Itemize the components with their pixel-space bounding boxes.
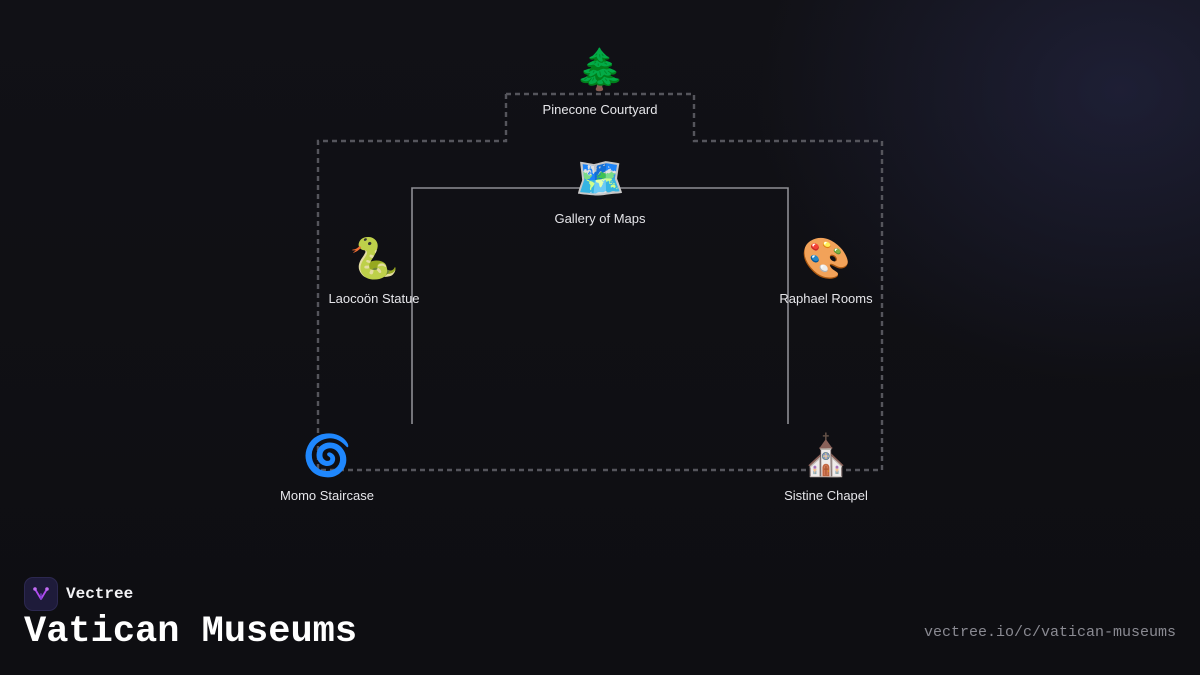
edge-pinecone-momo (316, 94, 600, 472)
node-laocoon-statue[interactable]: 🐍 Laocoön Statue (289, 235, 459, 306)
node-label: Pinecone Courtyard (542, 102, 658, 117)
edge-pinecone-sistine (506, 92, 884, 472)
node-raphael-rooms[interactable]: 🎨 Raphael Rooms (741, 235, 911, 306)
map-icon: 🗺️ (575, 156, 625, 202)
node-label: Gallery of Maps (554, 211, 646, 226)
node-momo-staircase[interactable]: 🌀 Momo Staircase (242, 432, 412, 503)
edge-maps-momo (411, 187, 600, 424)
palette-icon: 🎨 (801, 236, 851, 282)
spiral-icon: 🌀 (302, 433, 352, 479)
node-sistine-chapel[interactable]: ⛪ Sistine Chapel (741, 432, 911, 503)
node-pinecone-courtyard[interactable]: 🌲 Pinecone Courtyard (515, 46, 685, 117)
edge-maps-sistine (600, 187, 789, 424)
brand-name: Vectree (66, 585, 134, 603)
church-icon: ⛪ (801, 433, 851, 479)
brand[interactable]: Vectree (24, 577, 133, 611)
snake-icon: 🐍 (349, 236, 399, 282)
node-gallery-of-maps[interactable]: 🗺️ Gallery of Maps (515, 155, 685, 226)
vectree-logo-icon (24, 577, 58, 611)
page-title: Vatican Museums (24, 611, 358, 653)
node-label: Sistine Chapel (784, 488, 868, 503)
node-label: Momo Staircase (280, 488, 374, 503)
node-label: Laocoön Statue (328, 291, 420, 306)
tree-icon: 🌲 (575, 47, 625, 93)
node-label: Raphael Rooms (779, 291, 873, 306)
page-url-link[interactable]: vectree.io/c/vatican-museums (923, 624, 1176, 641)
